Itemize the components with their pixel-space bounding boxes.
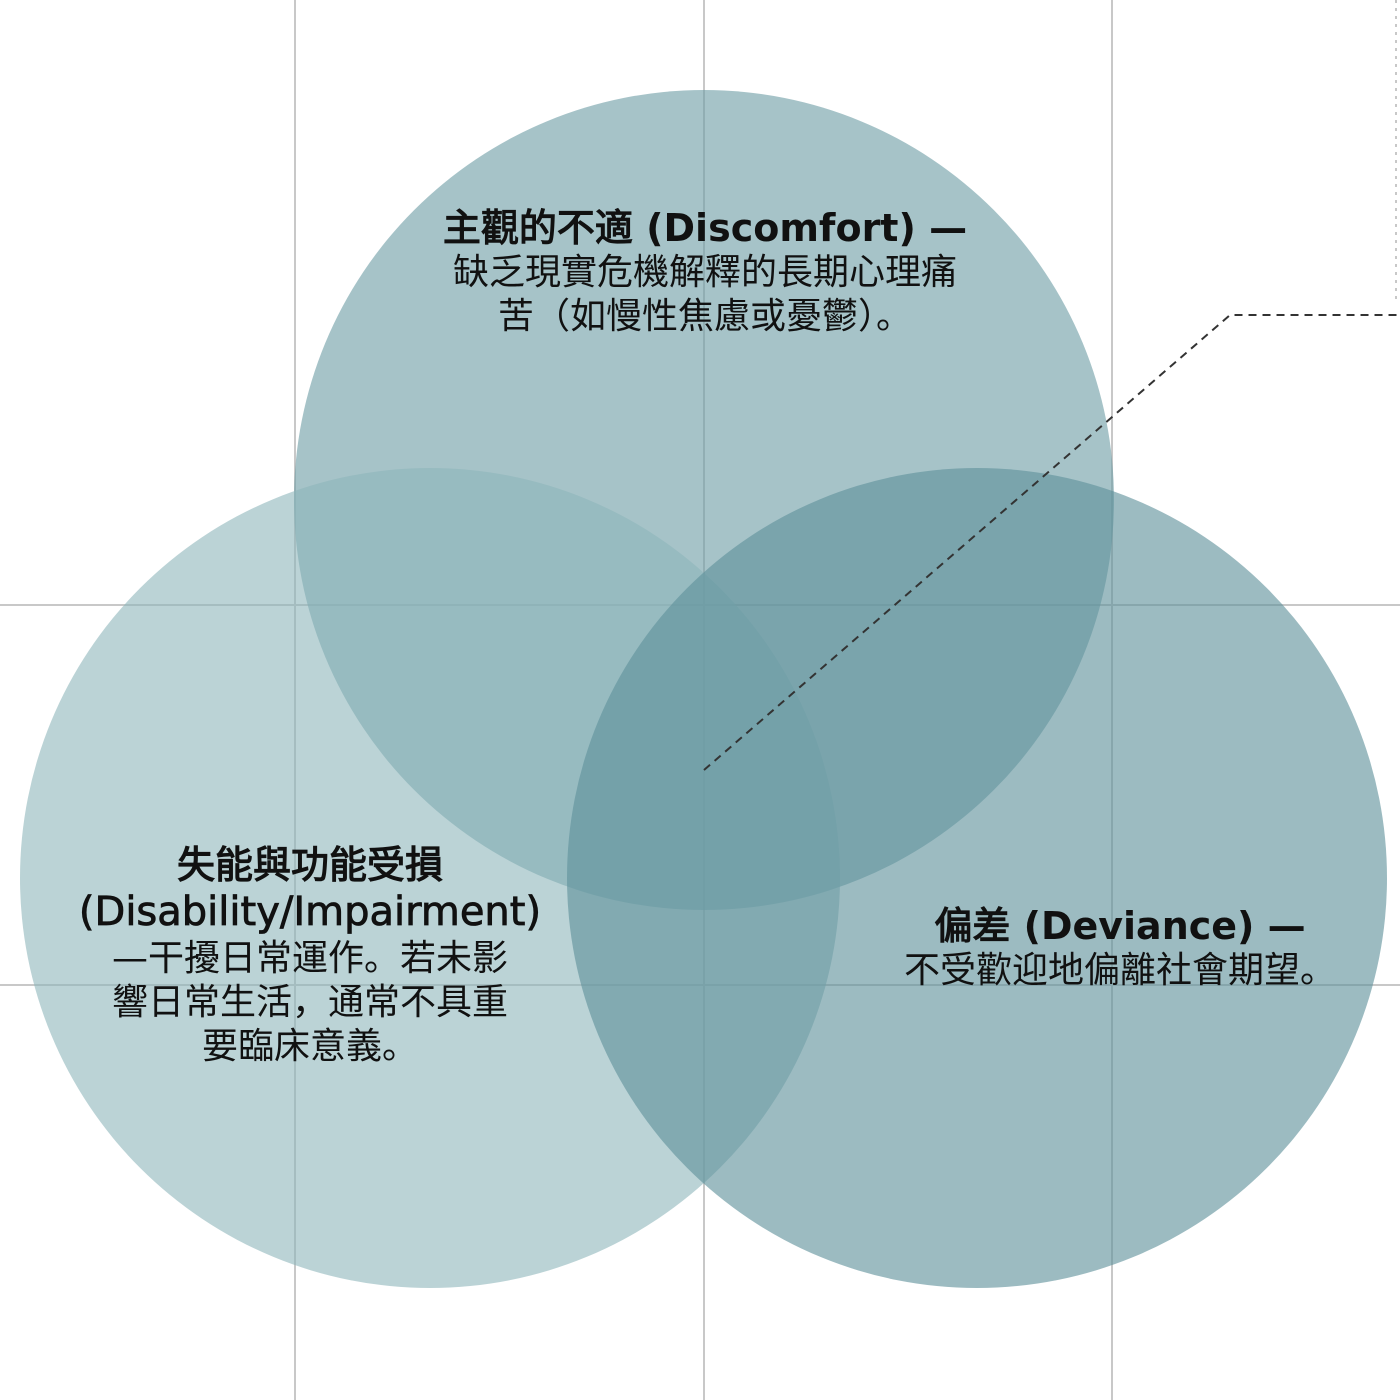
deviance-label: 偏差 (Deviance) — 不受歡迎地偏離社會期望。 bbox=[860, 903, 1380, 993]
disability-text-line: —干擾日常運作。若未影 bbox=[111, 938, 508, 980]
disability-text-line: 要臨床意義。 bbox=[201, 1025, 418, 1067]
discomfort-title: 主觀的不適 (Discomfort) — bbox=[442, 206, 968, 250]
disability-title-en: (Disability/Impairment) bbox=[78, 889, 542, 936]
disability-title: 失能與功能受損 bbox=[176, 843, 443, 887]
discomfort-label: 主觀的不適 (Discomfort) — 缺乏現實危機解釋的長期心理痛 苦（如慢… bbox=[400, 205, 1010, 339]
disability-text-line: 響日常生活，通常不具重 bbox=[111, 982, 508, 1024]
deviance-title: 偏差 (Deviance) — bbox=[934, 904, 1306, 948]
circle-deviance bbox=[567, 468, 1387, 1288]
discomfort-text-line: 缺乏現實危機解釋的長期心理痛 bbox=[452, 252, 957, 294]
callout-leader-line bbox=[703, 314, 1400, 771]
deviance-text-line: 不受歡迎地偏離社會期望。 bbox=[903, 950, 1336, 992]
discomfort-text-line: 苦（如慢性焦慮或憂鬱）。 bbox=[497, 296, 912, 338]
disability-label: 失能與功能受損 (Disability/Impairment) —干擾日常運作。… bbox=[60, 842, 560, 1069]
